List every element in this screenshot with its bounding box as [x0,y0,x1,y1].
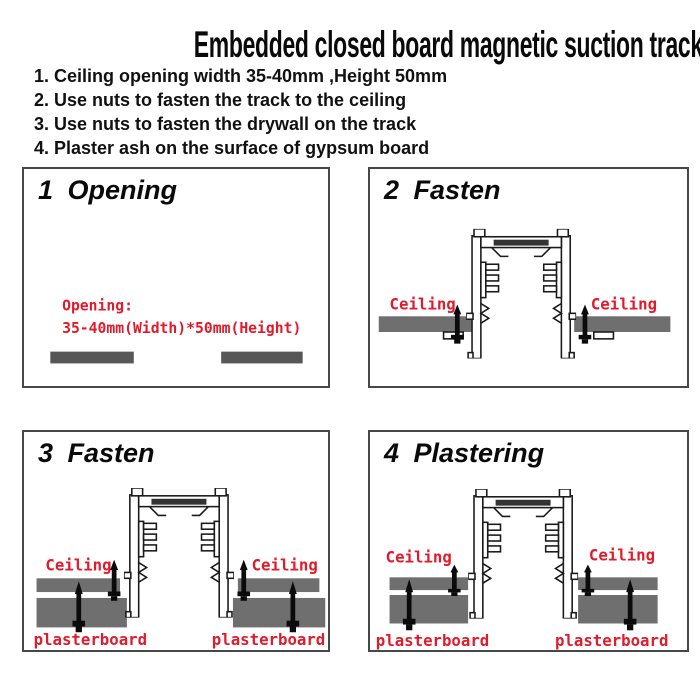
panel-heading-fasten-track: 2 Fasten [384,175,501,205]
ceiling-label-left: Ceiling [45,555,111,574]
plasterboard-right [232,597,326,628]
fasten-drywall-diagram: Ceiling Ceiling plasterboard plasterboar… [34,487,326,649]
ceiling-slab-left [378,316,473,332]
panel-heading-opening: 1 Opening [38,175,178,205]
ceiling-label-left: Ceiling [390,294,456,313]
ceiling-slab-right [574,316,671,332]
step-item-2: 2. Use nuts to fasten the track to the c… [34,90,407,110]
panel-heading-plastering: 4 Plastering [384,438,545,468]
nut-bracket-right [593,331,615,340]
page-title: Embedded closed board magnetic suction t… [193,24,700,65]
panel-plastering: Ceiling Ceiling plasterboard plasterboar… [368,430,689,652]
ceiling-slab-right [221,351,303,364]
ceiling-slab-right [237,578,320,593]
plasterboard-label-left: plasterboard [34,630,147,649]
panel-fasten-track: Ceiling Ceiling 2 Fasten [368,167,689,388]
track-profile [468,488,579,619]
plasterboard-label-right: plasterboard [212,630,325,649]
instruction-steps: 1. Ceiling opening width 35-40mm ,Height… [34,64,447,160]
ceiling-label-left: Ceiling [386,548,452,567]
step-item-4: 4. Plaster ash on the surface of gypsum … [34,138,430,158]
plastering-diagram: Ceiling Ceiling plasterboard plasterboar… [376,488,668,650]
plasterboard-label-left: plasterboard [376,631,489,650]
track-profile [466,228,577,359]
ceiling-label-right: Ceiling [589,546,655,565]
ceiling-slab-left [50,351,134,364]
page-title-wrap: Embedded closed board magnetic suction t… [0,24,700,66]
opening-diagram: Opening: 35-40mm(Width)*50mm(Height) [50,297,303,364]
step-item-1: 1. Ceiling opening width 35-40mm ,Height… [34,66,448,86]
fasten-track-diagram: Ceiling Ceiling [378,228,671,359]
plasterboard-right [578,595,658,624]
panel-heading-fasten-drywall: 3 Fasten [38,438,155,468]
plasterboard-left [389,595,469,624]
step-item-3: 3. Use nuts to fasten the drywall on the… [34,114,417,134]
panel-fasten-drywall: Ceiling Ceiling plasterboard plasterboar… [22,430,330,652]
ceiling-label-right: Ceiling [252,555,318,574]
ceiling-label-right: Ceiling [591,294,657,313]
opening-note-spec: 35-40mm(Width)*50mm(Height) [62,320,301,337]
plasterboard-label-right: plasterboard [555,631,668,650]
panel-opening: Opening: 35-40mm(Width)*50mm(Height) 1 O… [22,167,330,388]
track-profile [123,487,234,618]
ceiling-slab-right [578,577,658,591]
opening-note-title: Opening: [62,297,133,314]
